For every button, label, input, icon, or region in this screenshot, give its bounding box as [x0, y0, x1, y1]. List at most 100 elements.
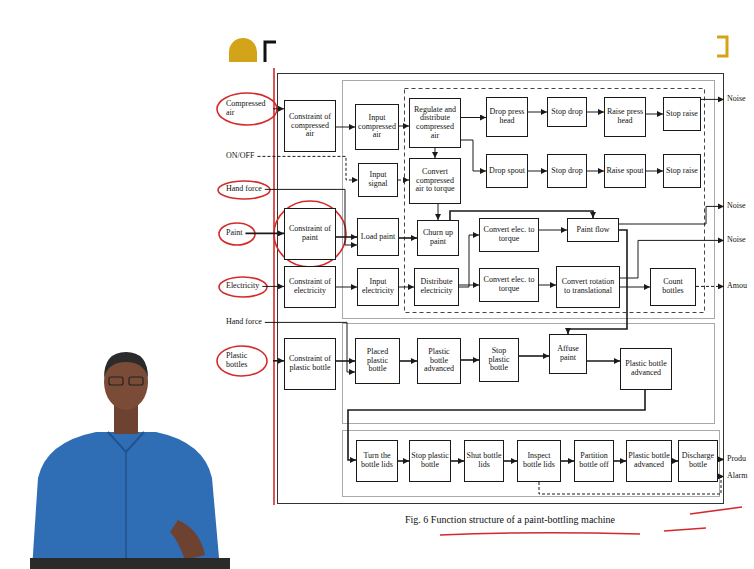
flow-arrow: [461, 140, 486, 171]
flow-line: [257, 156, 358, 180]
function-box: Convert compressed air to torque: [409, 158, 461, 204]
box-text: Convert elec. to torque: [481, 276, 537, 293]
flow-arrow: [539, 230, 567, 231]
function-box: Count bottles: [650, 268, 696, 306]
function-box: Convert elec. to torque: [479, 218, 539, 252]
function-box: Distribute electricity: [414, 268, 459, 306]
function-box: Stop drop: [547, 97, 587, 127]
input-label: Hand force: [226, 185, 262, 194]
function-box: Stop plastic bottle: [409, 440, 451, 482]
flow-arrow: [398, 460, 409, 462]
function-box: Raise spout: [604, 154, 646, 188]
flow-arrow: [451, 460, 464, 462]
flow-arrow: [435, 148, 436, 158]
ink-stroke: [690, 507, 742, 514]
box-text: Drop spout: [488, 167, 526, 176]
flow-arrow: [336, 287, 357, 288]
box-text: Constraint of paint: [286, 225, 334, 242]
input-label: Hand force: [226, 318, 262, 327]
flow-arrow: [459, 235, 479, 287]
box-text: Stop raise: [665, 110, 699, 119]
flow-arrow: [646, 114, 663, 115]
ink-circle: [219, 277, 267, 297]
flow-arrow: [561, 460, 574, 462]
function-box: Plastic bottle advanced: [620, 348, 672, 390]
function-box: Constraint of compressed air: [284, 100, 336, 152]
flow-arrow: [614, 460, 626, 462]
function-box: Constraint of paint: [284, 208, 336, 260]
flow-arrow: [587, 171, 604, 172]
dashed-region: [405, 89, 705, 313]
function-box: Stop raise: [663, 97, 701, 131]
input-label: ON/OFF: [226, 152, 254, 161]
glasses: [129, 377, 143, 385]
input-label: Compressed air: [226, 100, 270, 118]
box-text: Paint flow: [569, 226, 617, 235]
function-box: Affuse paint: [549, 334, 587, 374]
shirt-collar: [108, 432, 144, 452]
box-text: Churn up paint: [419, 229, 457, 246]
flow-arrow: [620, 287, 650, 288]
function-box: Convert elec. to torque: [479, 268, 539, 302]
ink-circle: [274, 201, 346, 267]
box-text: Raise press head: [606, 108, 644, 125]
flow-arrow: [587, 360, 620, 362]
box-text: Stop plastic bottle: [411, 452, 449, 469]
function-box: Stop raise: [663, 154, 701, 188]
flow-line: [262, 286, 284, 287]
box-text: Convert compressed air to torque: [411, 168, 459, 194]
box-text: Input compressed air: [357, 114, 397, 140]
flow-arrow: [459, 285, 479, 286]
box-text: Convert elec. to torque: [481, 226, 537, 243]
flow-arrow: [399, 287, 414, 288]
flow-arrow: [539, 285, 556, 286]
flow-line: [245, 233, 284, 235]
output-label: Produ: [727, 455, 746, 464]
corner-bracket: [265, 42, 276, 62]
box-text: Turn the bottle lids: [358, 452, 396, 469]
flow-line: [696, 286, 724, 287]
box-text: Discharge bottle: [680, 452, 716, 469]
function-box: Input electricity: [357, 268, 399, 306]
function-box: Shut bottle lids: [464, 440, 504, 482]
function-box: Regulate and distribute compressed air: [409, 98, 461, 148]
flow-arrow: [336, 127, 355, 128]
function-box: Drop spout: [486, 154, 528, 188]
function-box: Plastic bottle advanced: [626, 440, 672, 482]
output-label: Noise: [727, 95, 746, 104]
laptop-edge: [30, 558, 230, 569]
box-text: Stop raise: [665, 167, 699, 176]
function-box: Churn up paint: [417, 220, 459, 256]
output-label: Noise: [727, 236, 746, 245]
flow-arrow: [336, 236, 357, 238]
function-box: Stop plastic bottle: [479, 338, 519, 382]
subsystem-region: [343, 431, 720, 497]
box-text: Constraint of electricity: [286, 278, 334, 295]
box-text: Stop drop: [549, 108, 585, 117]
input-label: Electricity: [226, 282, 259, 291]
flow-arrow: [504, 460, 517, 462]
presenter-hair: [104, 352, 148, 378]
flow-line: [273, 360, 284, 362]
output-label: Amou: [727, 282, 747, 291]
flow-line: [273, 108, 284, 109]
box-text: Partition bottle off: [576, 452, 612, 469]
box-text: Input electricity: [359, 278, 397, 295]
flow-arrow: [646, 171, 663, 172]
function-box: Placed plastic bottle: [355, 338, 400, 384]
box-text: Affuse paint: [551, 345, 585, 362]
function-box: Constraint of plastic bottle: [284, 338, 336, 390]
shirt-placket: [125, 452, 127, 560]
subsystem-region: [343, 324, 715, 424]
presenter-hand: [170, 520, 205, 560]
corner-bracket: [717, 37, 727, 56]
flow-arrow: [461, 359, 479, 361]
ink-stroke: [664, 528, 706, 531]
ink-circle: [217, 93, 277, 125]
glasses: [109, 377, 123, 385]
box-text: Plastic bottle advanced: [628, 452, 670, 469]
function-box: Drop press head: [486, 97, 528, 137]
function-box: Input signal: [358, 163, 398, 197]
flow-arrow: [528, 171, 547, 172]
box-text: Placed plastic bottle: [357, 348, 398, 374]
